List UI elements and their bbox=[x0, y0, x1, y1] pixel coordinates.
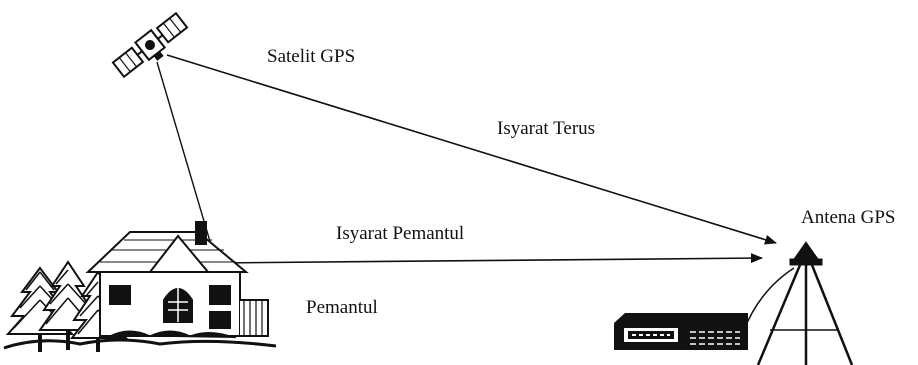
direct-signal-label: Isyarat Terus bbox=[497, 118, 596, 139]
house-icon bbox=[3, 221, 277, 350]
antenna-label: Antena GPS bbox=[801, 207, 896, 228]
reflected-signal-line bbox=[213, 253, 763, 264]
satellite-label: Satelit GPS bbox=[267, 46, 356, 67]
reflected-signal-label: Isyarat Pemantul bbox=[336, 223, 465, 244]
gps-receiver-icon bbox=[614, 313, 748, 350]
satellite-icon bbox=[111, 11, 189, 79]
tripod-icon bbox=[743, 264, 854, 365]
direct-signal-line bbox=[166, 54, 777, 245]
gps-antenna-icon bbox=[789, 241, 823, 266]
reflector-label: Pemantul bbox=[306, 297, 378, 318]
